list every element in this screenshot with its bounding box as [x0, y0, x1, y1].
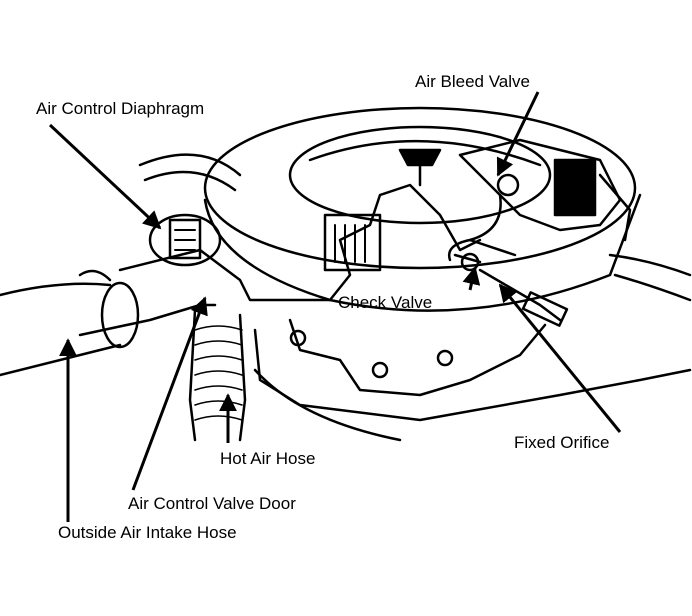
label-outside-air-intake-hose: Outside Air Intake Hose — [58, 523, 237, 542]
label-fixed-orifice: Fixed Orifice — [514, 433, 610, 452]
air-cleaner-housing-top — [203, 106, 637, 270]
label-air-control-diaphragm: Air Control Diaphragm — [36, 99, 205, 118]
air-bleed-port — [496, 173, 520, 197]
leader-air-control-valve-door — [131, 296, 208, 491]
leader-air-control-diaphragm — [48, 123, 162, 230]
vacuum-line — [447, 193, 502, 262]
label-check-valve: Check Valve — [338, 293, 433, 312]
filter-element — [323, 213, 382, 272]
cutaway-edge — [328, 183, 482, 302]
air-control-diaphragm-body — [148, 213, 222, 267]
hose-clamp — [100, 281, 140, 349]
diaphragm-stem — [168, 218, 202, 260]
carburetor-block — [288, 318, 547, 397]
air-bleed-valve-housing — [553, 158, 597, 217]
leader-fixed-orifice — [498, 283, 622, 433]
label-air-control-valve-door: Air Control Valve Door — [128, 494, 296, 513]
label-air-bleed-valve: Air Bleed Valve — [415, 72, 530, 91]
snorkel-top — [118, 248, 332, 302]
carb-bolt-2 — [371, 361, 389, 379]
hot-air-hose-right — [238, 313, 247, 442]
air-cleaner-lid-inner — [288, 125, 552, 225]
carb-bolt-1 — [289, 329, 307, 347]
right-hose — [608, 253, 692, 277]
leader-air-bleed-valve — [496, 91, 540, 177]
carb-bolt-3 — [436, 349, 454, 367]
outside-air-hose-bottom — [0, 343, 122, 377]
air-cleaner-housing-side — [203, 193, 642, 312]
hot-air-hose-left — [188, 308, 197, 442]
leader-check-valve — [462, 266, 481, 291]
lid-inner-ridge — [308, 140, 542, 167]
engine-base-lower — [253, 368, 402, 442]
engine-base-outline — [253, 328, 692, 422]
fixed-orifice-fitting — [521, 291, 569, 327]
outside-air-hose-top — [0, 282, 112, 297]
vacuum-hose-diaphragm — [138, 153, 242, 177]
label-hot-air-hose: Hot Air Hose — [220, 449, 316, 468]
wing-nut — [398, 148, 442, 167]
